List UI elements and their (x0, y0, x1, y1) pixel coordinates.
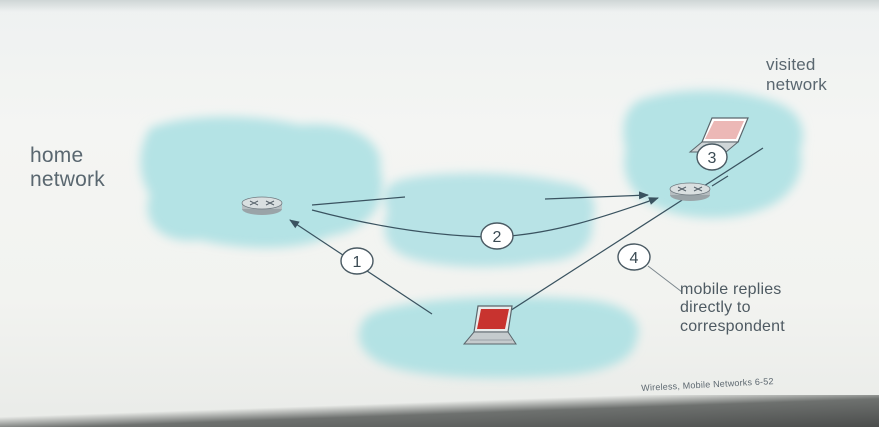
internet-cloud (384, 173, 595, 267)
arrow-step-4-tail (711, 175, 729, 187)
internet-to-visited-line (544, 191, 649, 200)
arrow-step-4 (487, 147, 764, 326)
callout-leader-line (647, 265, 683, 293)
mobile-laptop-icon (688, 117, 749, 153)
step-4-marker: 4 (617, 243, 651, 271)
slide-bottom-edge (0, 395, 879, 427)
slide-top-edge (0, 0, 879, 12)
home-router-icon (241, 196, 283, 215)
step-4-label: 4 (630, 250, 639, 267)
step-1-marker: 1 (340, 247, 374, 275)
step-2-label: 2 (493, 229, 502, 246)
callout-label: mobile replies directly to correspondent (680, 281, 785, 335)
visited-network-label: visited network (766, 55, 827, 94)
visited-router-icon (669, 182, 711, 201)
step-1-label: 1 (353, 254, 362, 271)
step-2-marker: 2 (480, 222, 514, 250)
home-network-label: home network (30, 144, 105, 192)
correspondent-laptop-icon (462, 305, 517, 345)
step-3-marker: 3 (696, 143, 728, 171)
step-3-label: 3 (708, 150, 717, 167)
home-network-cloud (140, 116, 383, 248)
home-to-internet-line (311, 196, 406, 206)
